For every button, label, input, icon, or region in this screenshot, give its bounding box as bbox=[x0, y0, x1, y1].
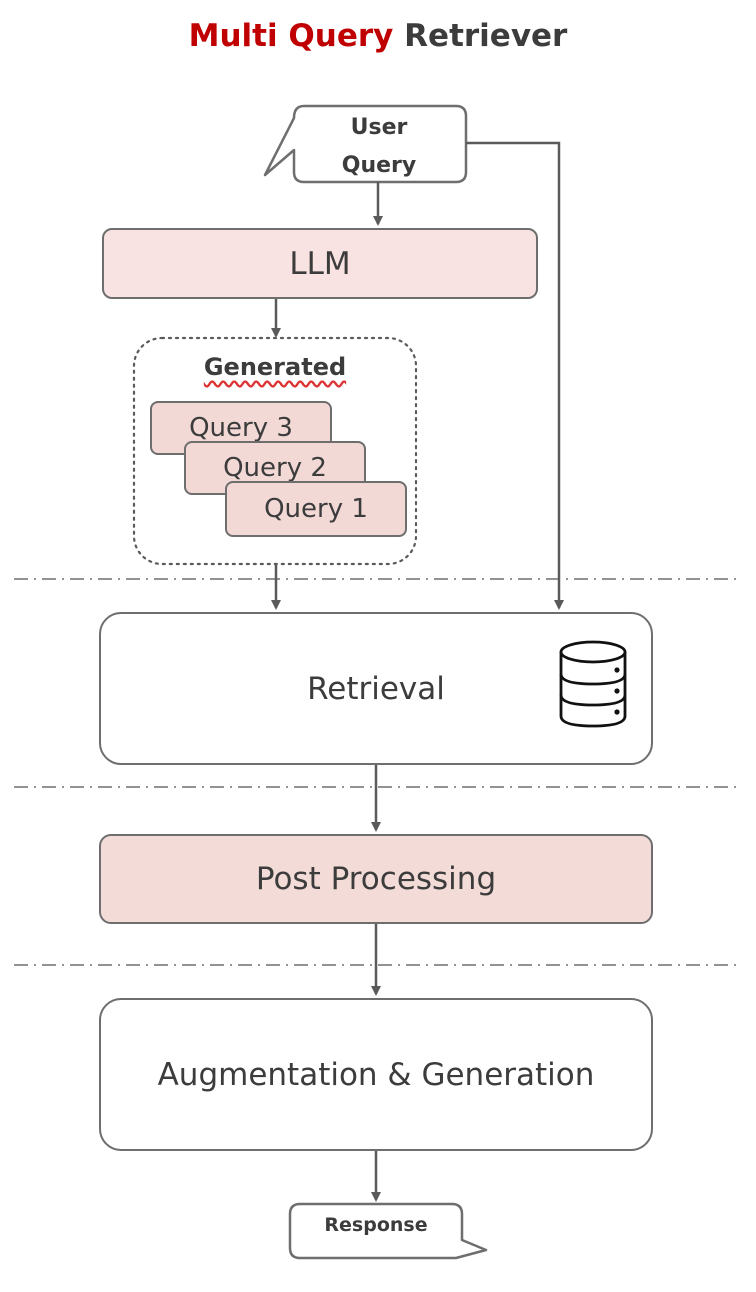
generated-label-text: Generated bbox=[203, 353, 347, 381]
query-2-label: Query 2 bbox=[223, 453, 327, 483]
database-icon bbox=[559, 640, 627, 728]
augmentation-label: Augmentation & Generation bbox=[157, 1056, 595, 1093]
user-query-line2: Query bbox=[341, 153, 417, 178]
query-1-box: Query 1 bbox=[225, 481, 407, 537]
generated-label: Generated bbox=[134, 353, 416, 381]
page-title: Multi Query Retriever bbox=[0, 18, 756, 54]
retrieval-box: Retrieval bbox=[99, 612, 653, 765]
response-bubble bbox=[288, 1202, 488, 1260]
post-processing-box: Post Processing bbox=[99, 834, 653, 924]
title-rest: Retriever bbox=[393, 18, 568, 54]
arrow-user-to-retrieval bbox=[466, 141, 564, 610]
llm-box: LLM bbox=[102, 228, 538, 299]
user-query-line1: User bbox=[350, 115, 408, 140]
retrieval-label: Retrieval bbox=[307, 670, 445, 707]
user-query-bubble bbox=[263, 104, 468, 184]
query-3-label: Query 3 bbox=[189, 413, 293, 443]
title-highlight: Multi Query bbox=[188, 18, 394, 54]
user-query-label: User Query bbox=[292, 109, 466, 185]
response-label: Response bbox=[324, 1214, 428, 1236]
augmentation-box: Augmentation & Generation bbox=[99, 998, 653, 1151]
llm-label: LLM bbox=[289, 245, 351, 282]
post-processing-label: Post Processing bbox=[255, 861, 497, 897]
query-1-label: Query 1 bbox=[264, 494, 368, 524]
